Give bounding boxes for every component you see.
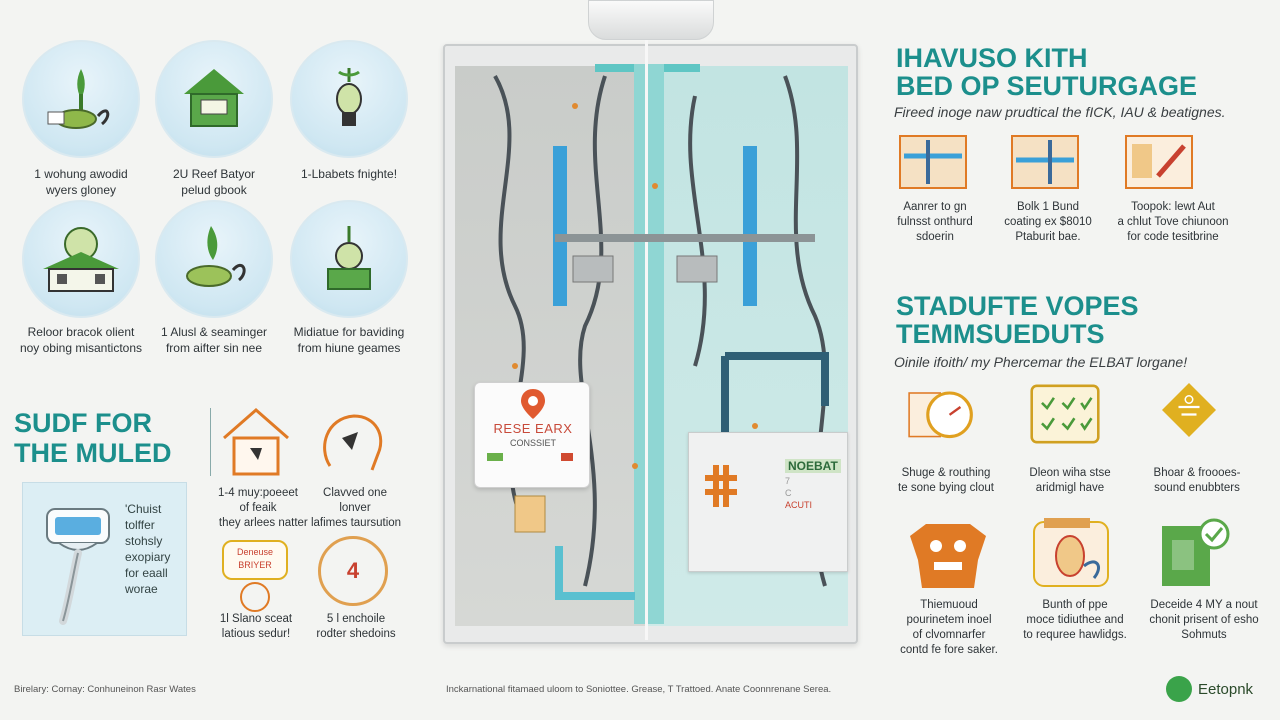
grid-caption-1: 1 wohung awodid wyers gloney — [34, 167, 128, 197]
teal-top-bar-right — [650, 64, 700, 72]
control-box-label: NOEBAT — [785, 459, 841, 473]
right-mid-caption-3: Bhoar & froooes- sound enubbters — [1153, 467, 1241, 494]
pipes-icon — [1011, 135, 1079, 189]
grid-caption-4: Reloor bracok olient noy obing misantict… — [19, 325, 143, 355]
house-icon — [184, 69, 244, 127]
badge-box: Deneuse BRIYER — [222, 540, 288, 580]
circle-icon-2 — [155, 40, 273, 158]
circle-icon-5 — [155, 200, 273, 318]
map-pin-icon — [521, 389, 545, 419]
warning-icon — [1162, 383, 1216, 437]
device-description: 'Chuist tolffer stohsly exopiary for eaa… — [125, 502, 171, 596]
gauge-indicator-green — [487, 453, 503, 461]
center-divider — [645, 40, 648, 640]
right-top-caption-1: Aanrer to gn fulnsst onthurd sdoerin — [897, 201, 973, 243]
brand-logo: Eetopnk — [1166, 676, 1253, 702]
plant-coin-icon — [47, 69, 110, 129]
gauge-indicator-red — [561, 453, 573, 461]
ring-badge-number: 4 — [346, 558, 360, 583]
cabinet-top-fixture — [588, 0, 714, 40]
brand-leaf-icon — [1166, 676, 1192, 702]
left-item-caption-wide: they arlees natter lafimes taursution — [218, 517, 402, 529]
ring-icon: 4 — [318, 536, 388, 606]
checklist-icon — [1030, 384, 1100, 444]
control-box: NOEBAT 7 C ACUTI — [688, 432, 848, 572]
orange-symbol-icon — [705, 465, 737, 507]
right-mid-subtitle: Oinile ifoith/ my Phercemar the ELBAT lo… — [894, 354, 1188, 370]
section-divider — [210, 408, 211, 476]
control-box-sub: 7 C — [785, 476, 792, 498]
gauge-icon — [908, 391, 973, 439]
right-bottom-caption-3: Deceide 4 MY a nout chonit prisent of es… — [1149, 599, 1259, 641]
pipes-icon — [899, 135, 967, 189]
bulb-icon — [336, 68, 362, 126]
grid-caption-6: Midiatue for baviding from hiune geames — [293, 325, 405, 355]
teal-center-column — [634, 64, 664, 624]
head-icon — [323, 414, 383, 471]
left-item-caption-1: 1-4 muy:poeeet of feaik — [218, 487, 298, 514]
teal-top-bar-left — [595, 64, 645, 72]
grid-caption-2: 2U Reef Batyor pelud gbook — [172, 167, 256, 197]
right-top-subtitle: Fireed inoge naw prudtical the fICK, IAU… — [894, 104, 1226, 120]
left-item-caption-2: Clavved one lonver — [323, 487, 387, 514]
robot-icon — [910, 524, 986, 588]
circle-icon-4 — [22, 200, 140, 318]
water-device-icon — [46, 508, 110, 625]
right-mid-heading: STADUFTE VOPES TEMMSUEDUTS — [896, 291, 1139, 349]
grid-caption-5: 1 Alusl & seaminger from aifter sin nee — [160, 325, 268, 355]
gauge-title: RESE EARX — [493, 421, 573, 436]
plant-coin-icon — [186, 226, 246, 287]
right-bottom-caption-1: Thiemuoud pourinetem inoel of clvomnarfe… — [900, 599, 998, 656]
circle-icon-6 — [290, 200, 408, 318]
footer-left-text: Birelary: Cornay: Conhuneinon Rasr Wates — [14, 684, 196, 695]
house-gauge-icon — [43, 227, 119, 292]
gauge-card: RESE EARX CONSSIET — [474, 382, 590, 488]
right-mid-caption-1: Shuge & routhing te sone bying clout — [898, 467, 994, 494]
bulb-icon — [327, 226, 371, 290]
brand-name: Eetopnk — [1198, 680, 1254, 698]
device-panel: 'Chuist tolffer stohsly exopiary for eaa… — [22, 482, 187, 636]
left-item-caption-4: 5 l enchoile rodter shedoins — [316, 613, 396, 640]
right-mid-caption-2: Dleon wiha stse aridmigl have — [1029, 467, 1111, 494]
gauge-subtitle: CONSSIET — [509, 438, 556, 448]
badge-icon — [240, 582, 270, 612]
phone-check-icon — [1162, 518, 1230, 586]
scanner-icon — [1033, 518, 1109, 587]
house-outline-icon — [223, 408, 289, 476]
control-box-red-text: ACUTI — [785, 500, 812, 510]
cabinet-left-pane — [455, 66, 645, 626]
pipe-wiring-diagram — [493, 75, 829, 600]
circle-icon-3 — [290, 40, 408, 158]
left-item-caption-3: 1l Slano sceat latious sedur! — [219, 613, 293, 640]
circle-icon-1 — [22, 40, 140, 158]
footer-center-text: Inckarnational fitamaed uloom to Soniott… — [446, 684, 832, 695]
left-section-heading: SUDF FOR THE MULED — [14, 408, 172, 468]
right-top-caption-2: Bolk 1 Bund coating ex $8010 Ptaburit ba… — [1004, 201, 1092, 243]
tool-icon — [1125, 135, 1193, 189]
right-bottom-caption-2: Bunth of ppe moce tidiuthee and to requr… — [1023, 599, 1127, 641]
grid-caption-3: 1-Lbabets fnighte! — [300, 167, 398, 181]
right-top-heading: IHAVUSO KITH BED OP SEUTURGAGE — [896, 43, 1198, 101]
right-top-caption-3: Toopok: lewt Aut a chlut Tove chiunoon f… — [1117, 201, 1229, 243]
